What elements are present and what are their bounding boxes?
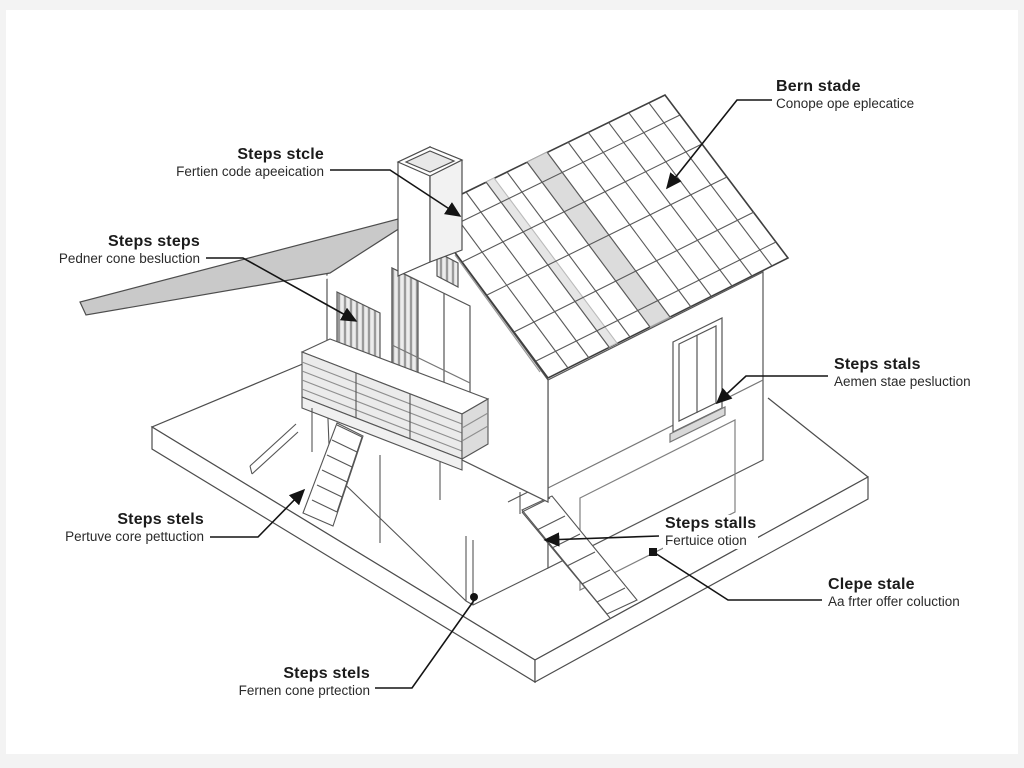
leader-lines bbox=[206, 100, 828, 688]
label-steps-steps: Steps steps Pedner cone besluction bbox=[56, 233, 202, 267]
leader-clepe-stale bbox=[655, 553, 822, 600]
label-title: Steps stels bbox=[283, 665, 370, 682]
label-subtitle: Aa frter offer coluction bbox=[828, 594, 960, 609]
right-staircase bbox=[508, 490, 637, 618]
balcony bbox=[302, 339, 488, 500]
right-wall-window bbox=[670, 318, 725, 442]
leader-steps-stcle bbox=[330, 170, 462, 217]
leader-steps-stals bbox=[715, 376, 828, 405]
label-bern-stade: Bern stade Conope ope eplecatice bbox=[774, 78, 917, 112]
label-title: Steps stals bbox=[834, 356, 921, 373]
label-steps-stals: Steps stals Aemen stae pesluction bbox=[832, 356, 973, 390]
label-steps-stels-bottom: Steps stels Fernen cone prtection bbox=[236, 665, 372, 699]
leader-bern-stade bbox=[666, 100, 772, 190]
label-subtitle: Pertuve core pettuction bbox=[65, 529, 204, 544]
leader-steps-steps bbox=[206, 258, 358, 322]
label-title: Steps stcle bbox=[237, 146, 324, 163]
label-title: Steps stels bbox=[117, 511, 204, 528]
leader-dot-clepe bbox=[649, 548, 657, 556]
left-staircase bbox=[250, 423, 363, 526]
label-subtitle: Fertuice otion bbox=[665, 533, 747, 548]
roof-framing bbox=[425, 95, 788, 378]
label-subtitle: Pedner cone besluction bbox=[58, 251, 200, 266]
label-subtitle: Aemen stae pesluction bbox=[834, 374, 971, 389]
label-steps-stcle: Steps stcle Fertien code apeeication bbox=[174, 146, 326, 180]
label-title: Bern stade bbox=[776, 78, 861, 95]
label-steps-stalls: Steps stalls Fertuice otion bbox=[663, 515, 759, 549]
label-clepe-stale: Clepe stale Aa frter offer coluction bbox=[826, 576, 962, 610]
label-title: Steps stalls bbox=[665, 515, 757, 532]
label-subtitle: Fertien code apeeication bbox=[176, 164, 324, 179]
leader-steps-stels-left bbox=[210, 488, 306, 537]
leader-steps-stels-bottom bbox=[375, 599, 475, 688]
label-title: Clepe stale bbox=[828, 576, 915, 593]
label-subtitle: Conope ope eplecatice bbox=[776, 96, 915, 111]
leader-steps-stalls bbox=[543, 532, 659, 547]
label-steps-stels-left: Steps stels Pertuve core pettuction bbox=[63, 511, 206, 545]
leader-dot-stels bbox=[470, 593, 478, 601]
label-subtitle: Fernen cone prtection bbox=[238, 683, 370, 698]
label-title: Steps steps bbox=[107, 233, 200, 250]
